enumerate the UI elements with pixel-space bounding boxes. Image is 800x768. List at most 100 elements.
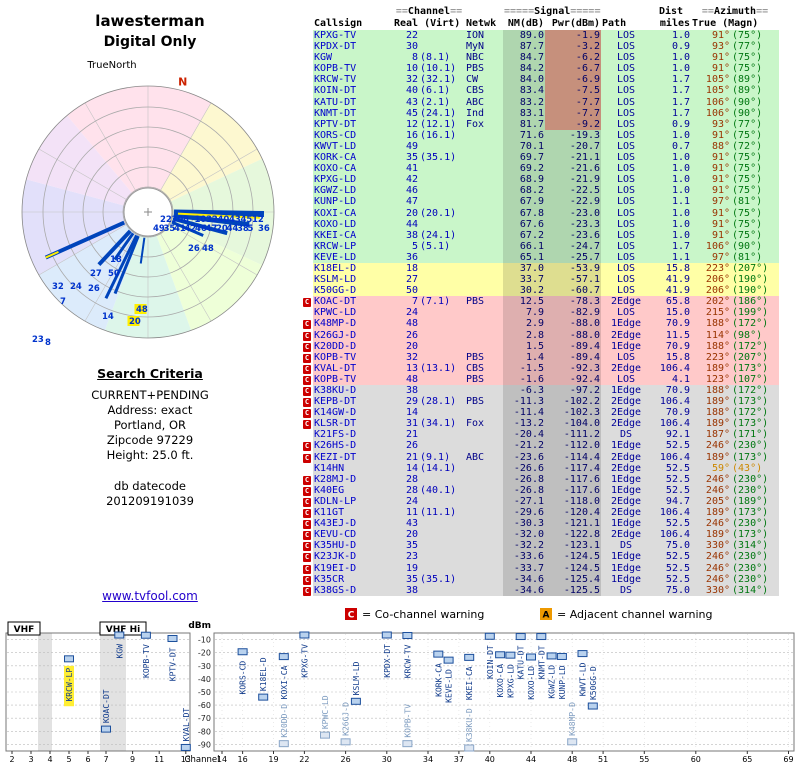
noise-margin: -1.5: [503, 362, 545, 374]
channel-virtual: (13.1): [420, 362, 457, 374]
channel-tick-label: 60: [691, 755, 701, 764]
callsign-link[interactable]: K20DD-D: [314, 340, 357, 352]
signal-power: -92.4: [545, 373, 602, 385]
radar-channel-label: 50: [108, 269, 120, 279]
callsign-link[interactable]: K26HS-D: [314, 440, 357, 452]
callsign-link[interactable]: K11GT: [314, 507, 345, 519]
distance-miles: 94.7: [665, 495, 691, 507]
callsign-link[interactable]: K35HU-D: [314, 540, 357, 552]
signal-path: LOS: [616, 229, 636, 241]
callsign-link[interactable]: K19EI-D: [314, 562, 357, 574]
callsign-link[interactable]: KOXO-LD: [314, 218, 357, 230]
callsign-link[interactable]: KRCW-TV: [314, 74, 357, 86]
signal-path: 2Edge: [610, 418, 642, 430]
callsign-link[interactable]: KATU-DT: [314, 96, 357, 108]
callsign-link[interactable]: KPXG-LD: [314, 174, 357, 186]
azimuth-true: 188°: [705, 318, 731, 330]
callsign-link[interactable]: K38GS-D: [314, 584, 357, 596]
radar-channel-label: 8: [183, 215, 189, 225]
channel-real: 7: [411, 296, 418, 308]
callsign-link[interactable]: K18EL-D: [314, 262, 357, 274]
callsign-link[interactable]: KORK-CA: [314, 152, 357, 164]
callsign-link[interactable]: KOIN-DT: [314, 85, 357, 97]
callsign-link[interactable]: K50GG-D: [314, 285, 357, 297]
callsign-link[interactable]: K43EJ-D: [314, 518, 357, 530]
warning-marker-cell: [301, 74, 313, 86]
co-channel-marker: C: [303, 375, 311, 385]
radar-channel-label: 42: [185, 224, 197, 234]
callsign-link[interactable]: KOAC-DT: [314, 296, 357, 308]
noise-margin: 71.6: [503, 129, 545, 141]
callsign-link[interactable]: KEZI-DT: [314, 451, 357, 463]
azimuth-true: 97°: [711, 196, 731, 208]
callsign-link[interactable]: K14HN: [314, 462, 345, 474]
noise-margin: -26.6: [503, 462, 545, 474]
azimuth-true: 91°: [711, 218, 731, 230]
callsign-link[interactable]: K38KU-D: [314, 385, 357, 396]
callsign-link[interactable]: KKEI-CA: [314, 229, 357, 241]
callsign-link[interactable]: KEVU-CD: [314, 529, 357, 541]
tvfool-link[interactable]: www.tvfool.com: [102, 589, 198, 603]
callsign-link[interactable]: K14GW-D: [314, 407, 357, 419]
network: [465, 241, 503, 252]
callsign-link[interactable]: KOXO-CA: [314, 163, 357, 175]
warning-marker-cell: C: [301, 551, 313, 563]
callsign-link[interactable]: K23JK-D: [314, 551, 357, 563]
callsign-link[interactable]: KOPB-TV: [314, 373, 357, 385]
callsign-link[interactable]: KOPB-TV: [314, 63, 357, 75]
report-subtitle: Digital Only: [103, 34, 197, 50]
callsign-link[interactable]: KSLM-LD: [314, 274, 357, 286]
noise-margin: 67.9: [503, 196, 545, 208]
callsign-link[interactable]: KRCW-LP: [314, 240, 357, 252]
callsign-link[interactable]: KEVE-LD: [314, 251, 357, 263]
callsign-link[interactable]: KVAL-DT: [314, 362, 357, 374]
signal-power: -89.4: [545, 340, 602, 352]
callsign-link[interactable]: KNMT-DT: [314, 107, 357, 119]
callsign-link[interactable]: KORS-CD: [314, 129, 357, 141]
channel-virtual: (9.1): [420, 451, 451, 463]
channel-virtual: (34.1): [420, 418, 457, 430]
signal-path: LOS: [616, 207, 636, 219]
channel-real: 24: [405, 307, 418, 319]
db-datecode-label: db datecode: [114, 479, 186, 493]
callsign-link[interactable]: KPWC-LD: [314, 307, 357, 319]
callsign-link[interactable]: KOPB-TV: [314, 351, 357, 363]
callsign-link[interactable]: KLSR-DT: [314, 418, 357, 430]
warning-marker-cell: [301, 174, 313, 186]
distance-miles: 65.8: [665, 296, 691, 308]
callsign-link[interactable]: KWVT-LD: [314, 140, 357, 152]
noise-margin: 87.7: [503, 41, 545, 53]
callsign-link[interactable]: K48MP-D: [314, 318, 357, 330]
channel-real: 32: [405, 351, 418, 363]
callsign-link[interactable]: K40EG: [314, 484, 345, 496]
callsign-link[interactable]: K26GJ-D: [314, 329, 357, 341]
noise-margin: 67.2: [503, 229, 545, 241]
station-label: KWVT-LD: [579, 662, 588, 696]
co-channel-marker: C: [303, 398, 311, 408]
callsign-link[interactable]: KUNP-LD: [314, 196, 357, 208]
signal-path: 1Edge: [610, 573, 642, 585]
signal-power: -3.2: [545, 41, 602, 53]
distance-miles: 52.5: [665, 462, 691, 474]
callsign-link[interactable]: K35CR: [314, 573, 345, 585]
azimuth-true: 205°: [705, 495, 731, 507]
callsign-link[interactable]: KPDX-DT: [314, 41, 357, 53]
network: [465, 474, 503, 485]
distance-miles: 70.9: [665, 385, 691, 396]
signal-power: -118.0: [545, 495, 602, 508]
callsign-link[interactable]: KPXG-TV: [314, 30, 357, 41]
callsign-link[interactable]: KDLN-LP: [314, 495, 357, 507]
callsign-link[interactable]: KEPB-DT: [314, 396, 357, 408]
callsign-link[interactable]: KOXI-CA: [314, 207, 357, 219]
callsign-link[interactable]: KGWZ-LD: [314, 185, 357, 197]
azimuth-true: 123°: [705, 373, 731, 385]
channel-real: 11: [405, 507, 418, 519]
callsign-link[interactable]: KPTV-DT: [314, 118, 357, 130]
callsign-link[interactable]: K21FS-D: [314, 429, 357, 441]
callsign-link[interactable]: K28MJ-D: [314, 473, 357, 485]
station-label: KOPB-TV: [403, 704, 412, 738]
callsign-link[interactable]: KGW: [314, 52, 333, 64]
channel-tick-label: 3: [28, 755, 33, 764]
network: [465, 485, 503, 496]
